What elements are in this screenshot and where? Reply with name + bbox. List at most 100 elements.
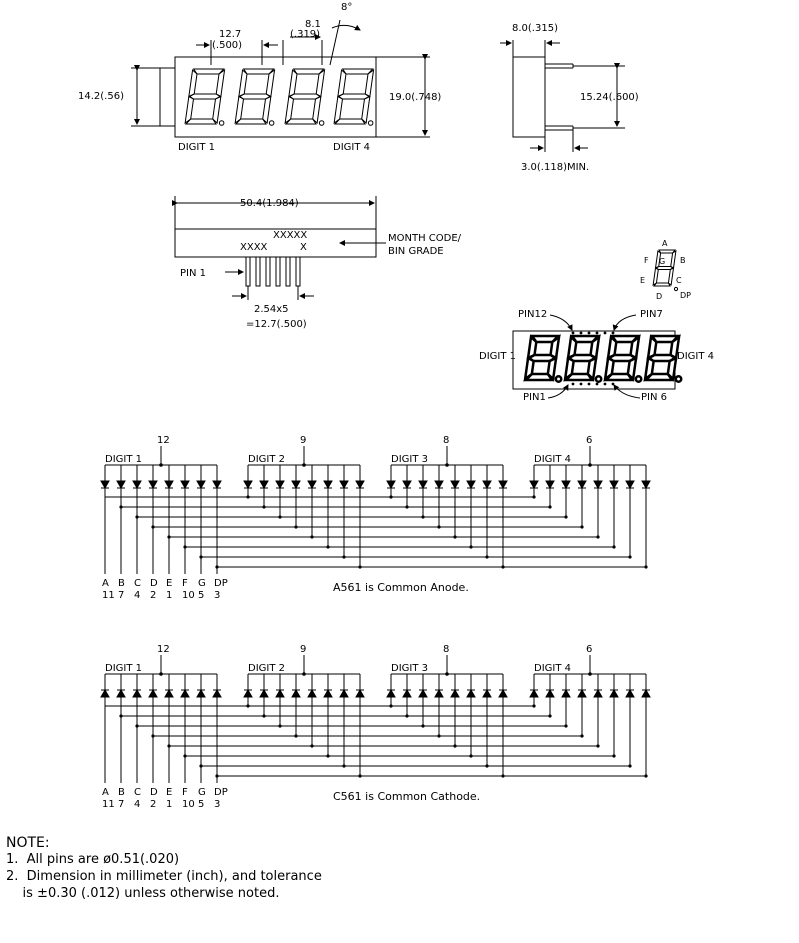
digit-label: DIGIT 1 xyxy=(105,663,142,674)
diode-symbol xyxy=(196,480,206,490)
diode-symbol xyxy=(545,688,555,698)
diode-symbol xyxy=(148,688,158,698)
bottom-view-labels: 50.4(1.984) XXXXX XXXX X MONTH CODE/ BIN… xyxy=(180,198,462,330)
diode-symbol xyxy=(116,688,126,698)
digit-label: DIGIT 3 xyxy=(391,663,428,674)
segment-pin-number: 4 xyxy=(134,799,140,810)
diode-symbol xyxy=(196,688,206,698)
bottom-pin-row xyxy=(245,256,301,287)
segment-dp xyxy=(318,120,325,126)
diode-symbol xyxy=(593,480,603,490)
segment-width-inch: (.319) xyxy=(290,29,320,40)
segment-letter: E xyxy=(166,578,172,589)
diode-symbol xyxy=(561,480,571,490)
segment-d xyxy=(234,118,267,125)
digit-1-label: DIGIT 1 xyxy=(178,142,215,153)
diode-symbol xyxy=(164,480,174,490)
diode-symbol xyxy=(609,688,619,698)
diode-symbol xyxy=(545,480,555,490)
diode-symbol xyxy=(243,480,253,490)
diode-symbol xyxy=(609,480,619,490)
segment-letter: E xyxy=(166,787,172,798)
diode-symbol xyxy=(402,480,412,490)
pin-dot-bottom xyxy=(603,382,607,386)
anode-caption: A561 is Common Anode. xyxy=(333,581,469,594)
length-dimension: 50.4(1.984) xyxy=(240,198,299,209)
segment-letter: B xyxy=(118,578,125,589)
diode-symbol xyxy=(625,480,635,490)
bottom-pin xyxy=(245,256,251,287)
depth-dimension: 8.0(.315) xyxy=(512,23,558,34)
front-digit xyxy=(234,68,276,126)
diode-symbol xyxy=(561,688,571,698)
segment-dp xyxy=(554,375,563,383)
segment-pin-number: 4 xyxy=(134,590,140,601)
segment-pin-number: 10 xyxy=(182,799,195,810)
segment-key-digit xyxy=(652,249,677,287)
digit-height-dimension: 14.2(.56) xyxy=(78,91,124,102)
diode-symbol xyxy=(641,480,651,490)
common-pin-number: 8 xyxy=(443,644,449,655)
segment-b xyxy=(670,250,677,269)
bottom-pin xyxy=(255,256,261,287)
diode-symbol xyxy=(529,480,539,490)
segment-g xyxy=(288,93,321,100)
segment-letter: G xyxy=(198,787,206,798)
digit-label: DIGIT 1 xyxy=(105,454,142,465)
pin-dot-top xyxy=(611,331,615,335)
segment-pin-number: 3 xyxy=(214,590,220,601)
common-pin-node xyxy=(302,463,306,467)
segment-width-dimension: 8.1 xyxy=(305,19,321,30)
diode-symbol xyxy=(482,480,492,490)
diode-symbol xyxy=(307,688,317,698)
pin-view: PIN12 PIN7 PIN1 PIN 6 DIGIT 1 DIGIT 4 xyxy=(479,309,714,403)
diode-symbol xyxy=(180,688,190,698)
segment-pin-number: 7 xyxy=(118,799,124,810)
segment-letter: D xyxy=(150,578,158,589)
diode-symbol xyxy=(418,480,428,490)
segment-pin-number: 1 xyxy=(166,799,172,810)
segment-d xyxy=(652,282,671,287)
front-digit xyxy=(284,68,326,126)
diode-symbol xyxy=(148,480,158,490)
common-pin-node xyxy=(302,672,306,676)
common-pin-number: 6 xyxy=(586,644,592,655)
segment-g xyxy=(646,353,678,363)
diode-symbol xyxy=(434,688,444,698)
diode-symbol xyxy=(498,480,508,490)
front-view xyxy=(131,19,430,138)
segment-c xyxy=(212,95,222,125)
width-dimension: 12.7 xyxy=(219,29,241,40)
segment-dp xyxy=(367,120,374,126)
front-digit xyxy=(184,68,226,126)
common-pin-number: 12 xyxy=(157,435,170,446)
diode-symbol xyxy=(386,688,396,698)
pin-dot-top xyxy=(571,331,575,335)
diode-symbol xyxy=(259,480,269,490)
segment-letter: DP xyxy=(214,787,228,798)
display-body-front xyxy=(174,56,377,138)
pin-pitch-total: =12.7(.500) xyxy=(246,319,307,330)
segment-pin-number: 1 xyxy=(166,590,172,601)
cathode-caption: C561 is Common Cathode. xyxy=(333,790,480,803)
segment-f xyxy=(337,68,347,98)
slant-angle: 8° xyxy=(341,2,352,13)
digit-4-label: DIGIT 4 xyxy=(333,142,370,153)
segment-f xyxy=(188,68,198,98)
segment-g xyxy=(337,93,370,100)
seg-d-label: D xyxy=(656,292,662,301)
diode-symbol xyxy=(466,480,476,490)
pin-span-dimension: 15.24(.600) xyxy=(580,92,639,103)
diode-symbol xyxy=(212,688,222,698)
diode-symbol xyxy=(100,688,110,698)
diode-symbol xyxy=(529,688,539,698)
diode-symbol xyxy=(450,688,460,698)
diode-symbol xyxy=(212,480,222,490)
diode-symbol xyxy=(625,688,635,698)
body-height-dimension: 19.0(.748) xyxy=(389,92,441,103)
pin-dot-top xyxy=(595,331,599,335)
digit-label: DIGIT 4 xyxy=(534,454,571,465)
diode-symbol xyxy=(482,688,492,698)
common-pin-number: 6 xyxy=(586,435,592,446)
